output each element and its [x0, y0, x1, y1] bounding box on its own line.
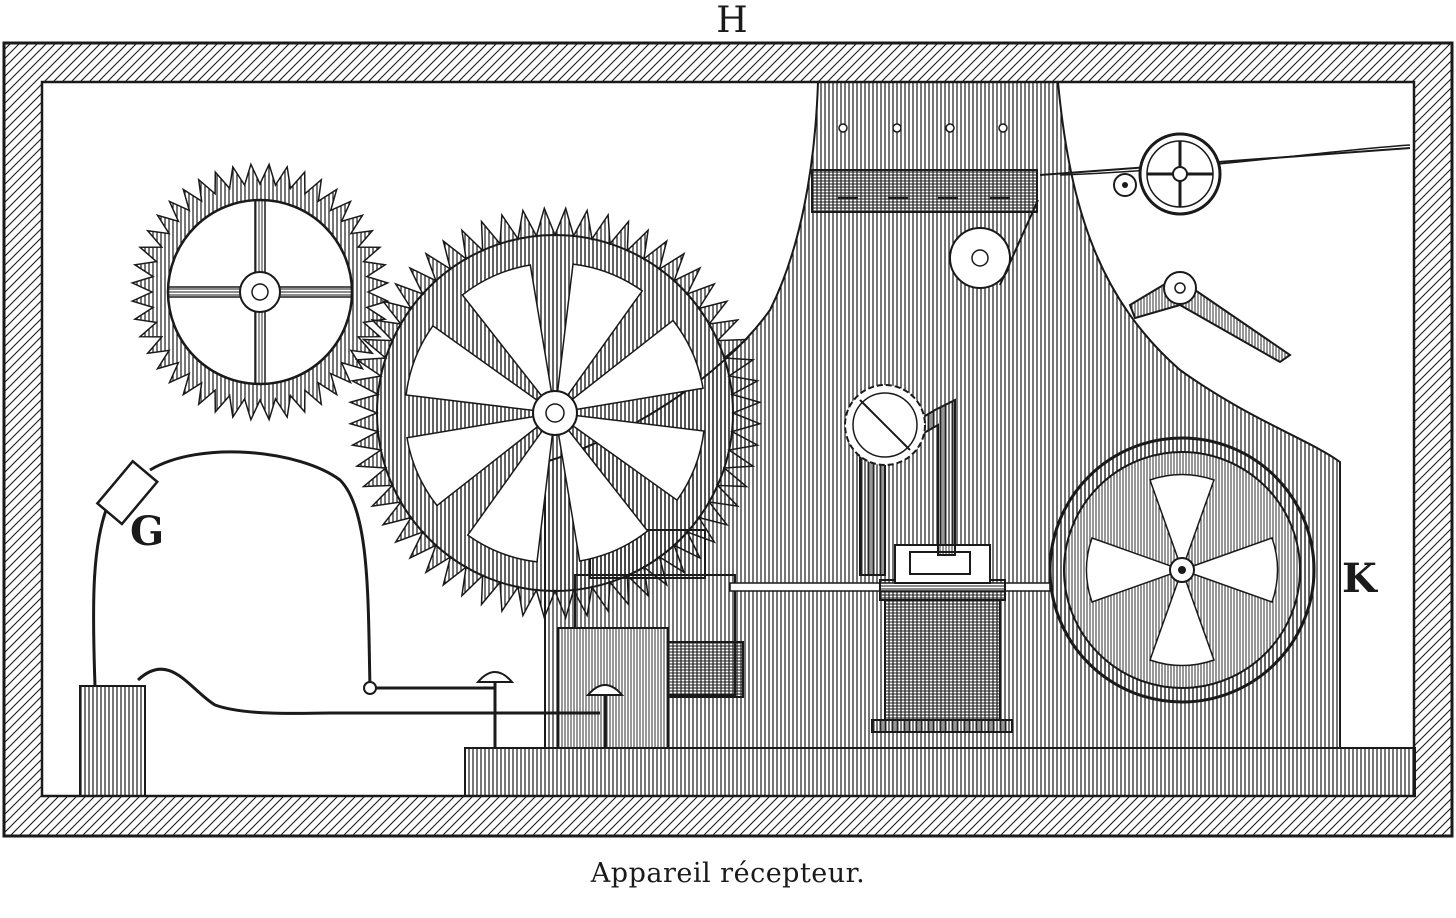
- base-plate: [464, 747, 1416, 797]
- gear-middle: [347, 205, 763, 621]
- label-k: K: [1342, 555, 1378, 602]
- lever-arm: [1128, 271, 1292, 364]
- label-h: H: [716, 0, 747, 41]
- gear-left: [130, 162, 390, 422]
- circuit-wires: [92, 450, 625, 748]
- galvanometer-g: [95, 459, 160, 526]
- label-g: G: [130, 508, 164, 555]
- escapement-gear: [844, 384, 926, 466]
- figure-caption: Appareil récepteur.: [590, 858, 866, 889]
- tape-reel: [1113, 132, 1222, 216]
- flywheel-k: [1048, 436, 1316, 704]
- battery-cell: [79, 685, 146, 797]
